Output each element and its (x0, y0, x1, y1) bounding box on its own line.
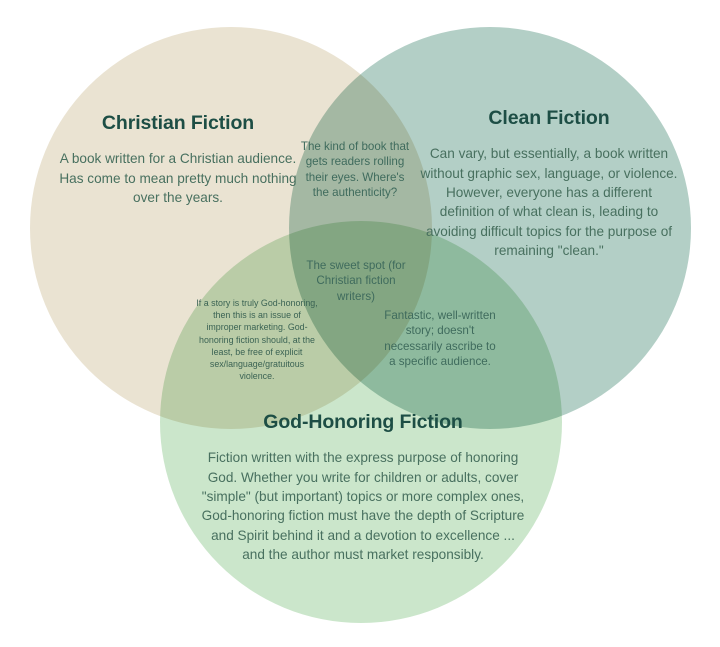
set-body-christian-fiction: A book written for a Christian audience.… (59, 151, 297, 205)
intersection-label-christian-god-honoring: If a story is truly God-honoring, then t… (196, 297, 318, 382)
set-title-christian-fiction: Christian Fiction (101, 112, 255, 134)
set-title-clean-fiction: Clean Fiction (488, 107, 610, 129)
circle-god-honoring-fiction[interactable] (160, 221, 562, 623)
intersection-body-christian-god-honoring: If a story is truly God-honoring, then t… (196, 298, 318, 382)
intersection-label-center-sweet-spot: The sweet spot (for Christian fiction wr… (298, 258, 414, 304)
set-body-clean-fiction: Can vary, but essentially, a book writte… (420, 146, 678, 258)
set-label-clean-fiction: Clean Fiction Can vary, but essentially,… (420, 107, 678, 260)
intersection-label-clean-god-honoring: Fantastic, well-written story; doesn't n… (384, 308, 496, 370)
set-label-god-honoring-fiction: God-Honoring Fiction Fiction written wit… (198, 411, 528, 564)
intersection-body-clean-god-honoring: Fantastic, well-written story; doesn't n… (384, 309, 496, 369)
intersection-body-christian-clean: The kind of book that gets readers rolli… (300, 140, 410, 200)
set-body-god-honoring-fiction: Fiction written with the express purpose… (201, 450, 525, 562)
intersection-label-christian-clean: The kind of book that gets readers rolli… (296, 139, 414, 201)
intersection-body-center-sweet-spot: The sweet spot (for Christian fiction wr… (306, 259, 406, 303)
set-label-christian-fiction: Christian Fiction A book written for a C… (52, 112, 304, 207)
set-title-god-honoring-fiction: God-Honoring Fiction (263, 411, 463, 433)
